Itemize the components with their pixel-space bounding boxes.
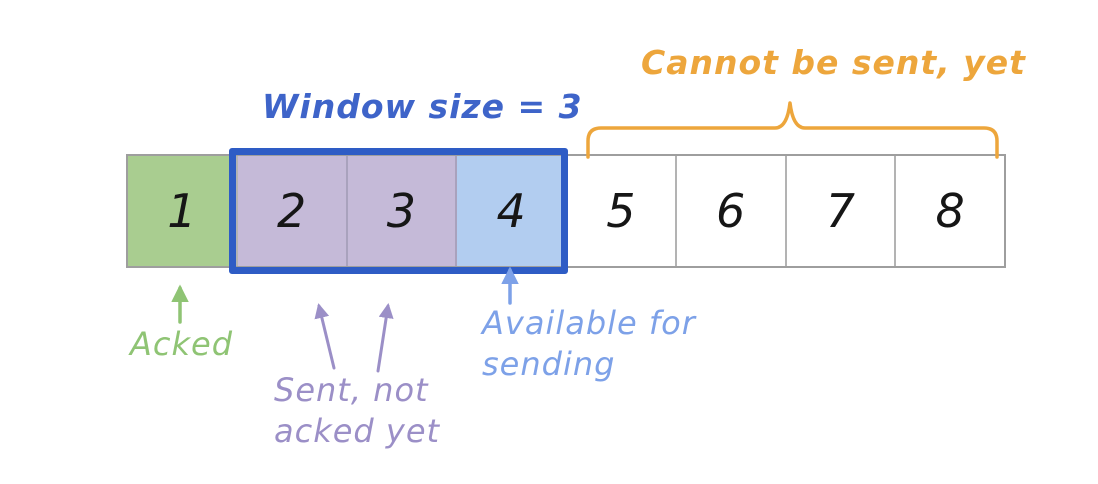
cell-number: 4 [496, 184, 526, 238]
cell-number: 1 [167, 184, 197, 238]
sequence-cell-4: 4 [457, 156, 567, 266]
cell-number: 7 [825, 184, 856, 238]
sequence-cell-1: 1 [128, 156, 238, 266]
sent-arrow-left-icon [314, 303, 336, 370]
sequence-cell-5: 5 [567, 156, 677, 266]
cell-number: 6 [715, 184, 746, 238]
sequence-cell-row: 1 2 3 4 5 6 7 8 [126, 154, 1006, 268]
cell-number: 5 [606, 184, 636, 238]
sequence-cell-6: 6 [676, 156, 787, 266]
sequence-cell-2: 2 [237, 156, 348, 266]
cell-number: 2 [276, 184, 307, 238]
cannot-brace-icon [586, 101, 999, 159]
window-size-label: Window size = 3 [262, 87, 583, 126]
cannot-be-sent-label: Cannot be sent, yet [641, 43, 1026, 82]
sent-not-acked-label: Sent, not acked yet [274, 371, 441, 450]
sent-arrow-right-icon [376, 303, 394, 373]
cell-number: 8 [935, 184, 965, 238]
sequence-cell-8: 8 [896, 156, 1004, 266]
sequence-cell-7: 7 [786, 156, 897, 266]
acked-label: Acked [130, 325, 234, 363]
available-for-sending-label: Available for sending [482, 304, 696, 383]
sequence-cell-3: 3 [347, 156, 458, 266]
cell-number: 3 [386, 184, 417, 238]
